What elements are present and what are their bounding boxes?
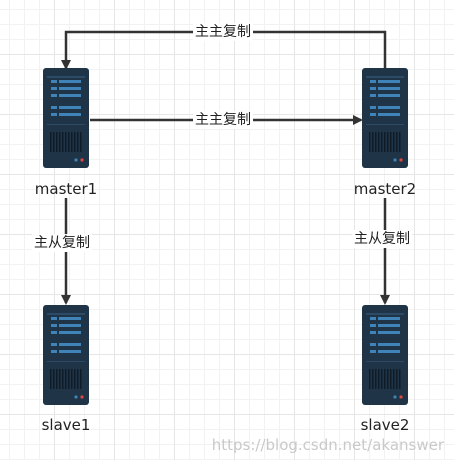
edge-label-top-loop: 主主复制	[193, 23, 253, 41]
server-slave1-icon	[43, 305, 89, 405]
edge-label-left-down: 主从复制	[32, 234, 92, 252]
server-master1-icon	[43, 68, 89, 168]
node-label-slave1: slave1	[41, 416, 91, 434]
edge-label-right-down: 主从复制	[352, 230, 412, 248]
watermark-text: https://blog.csdn.net/akanswer	[211, 436, 444, 454]
node-label-slave2: slave2	[360, 416, 410, 434]
node-label-master1: master1	[34, 180, 98, 198]
server-slave2-icon	[362, 305, 408, 405]
server-master2-icon	[362, 68, 408, 168]
node-label-master2: master2	[353, 180, 417, 198]
edge-label-middle: 主主复制	[193, 111, 253, 129]
